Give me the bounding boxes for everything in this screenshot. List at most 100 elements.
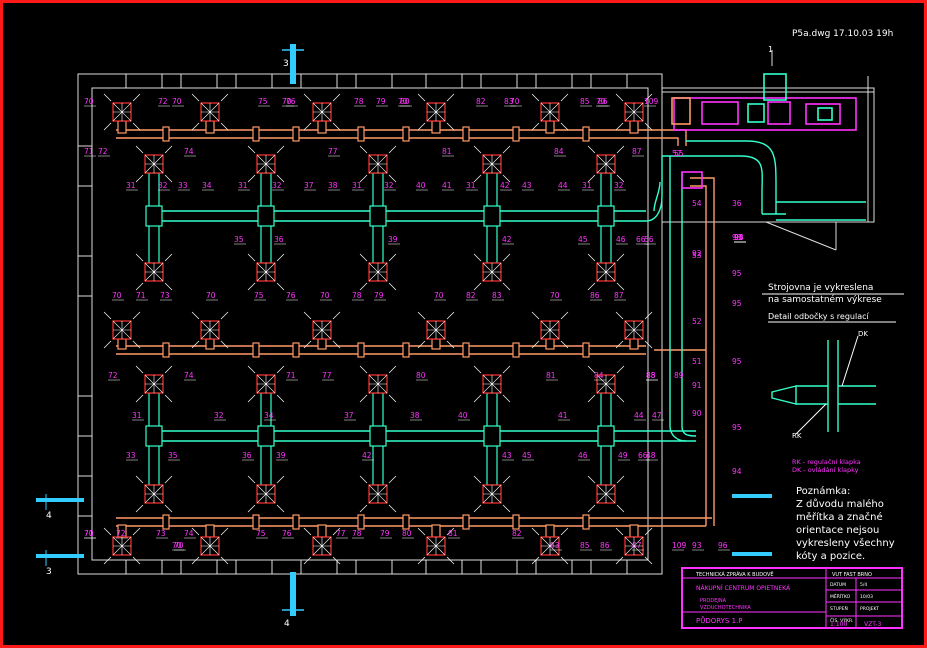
machine-room-note-2: na samostatném výkrese (768, 294, 882, 305)
title-subproject-2: VZDUCHOTECHNIKA (700, 605, 751, 611)
position-label: 70 (510, 97, 520, 106)
cad-drawing-canvas: P5a.dwg 17.10.03 19h (36, 29, 904, 629)
position-label: 42 (502, 235, 512, 244)
window-openings (77, 73, 628, 575)
position-label: 39 (276, 451, 286, 460)
position-label: 49 (618, 451, 628, 460)
position-label: 40 (458, 411, 468, 420)
riser-label: 52 (692, 317, 702, 326)
window-top (590, 73, 628, 89)
diffuser-icon (303, 93, 341, 131)
position-label: 88 (646, 371, 656, 380)
position-label: 46 (616, 235, 626, 244)
position-label: 72 (108, 371, 118, 380)
position-label: 32 (384, 181, 394, 190)
building-walls (77, 73, 875, 575)
position-label: 95 (734, 233, 744, 242)
position-label: 84 (554, 147, 564, 156)
position-label: 70 (398, 97, 408, 106)
position-label: 43 (522, 181, 532, 190)
position-label: 87 (632, 147, 642, 156)
position-label: 33 (126, 451, 136, 460)
field-label: STUPEŇ (830, 605, 848, 612)
window-top (180, 73, 218, 89)
position-label: 76 (286, 291, 296, 300)
position-label: 70 (112, 291, 122, 300)
title-subproject-1: PRODEJNA (700, 598, 727, 604)
detail-branch-drawing (771, 340, 876, 432)
position-label: 77 (322, 371, 332, 380)
position-label: 95 (734, 233, 744, 242)
detail-label-rk: RK (792, 432, 802, 440)
supply-stubs (117, 120, 639, 538)
title-project: NÁKUPNÍ CENTRUM OPIETNEKÁ (696, 585, 791, 592)
position-label: 36 (242, 451, 252, 460)
position-label: 56 (644, 235, 654, 244)
air-handling-unit (671, 73, 857, 189)
position-label: 78 (352, 291, 362, 300)
riser-label: 89 (674, 371, 684, 380)
position-label: 66 (636, 235, 646, 244)
position-label: 86 (590, 291, 600, 300)
position-label: 74 (184, 371, 194, 380)
position-label: 41 (558, 411, 568, 420)
position-label: 33 (178, 181, 188, 190)
section-label-top-left: 3 (283, 59, 289, 69)
riser-label: 57 (672, 149, 682, 158)
window-bottom (480, 559, 518, 575)
position-label: 109 (672, 541, 687, 550)
position-label: 32 (158, 181, 168, 190)
diffuser-icon (359, 253, 397, 291)
position-label: 76 (286, 97, 296, 106)
section-line-top-left (290, 44, 296, 84)
position-label: 70 (174, 541, 184, 550)
riser-label: 95 (732, 299, 742, 308)
position-label: 94 (734, 233, 744, 242)
position-label: 38 (328, 181, 338, 190)
diffuser-icon (417, 527, 455, 565)
window-bottom (180, 559, 218, 575)
position-label: 95 (734, 233, 744, 242)
position-label: 81 (448, 529, 458, 538)
diffuser-icon (473, 145, 511, 183)
riser-label: 94 (732, 467, 742, 476)
window-top (480, 73, 518, 89)
window-left (77, 475, 93, 517)
section-label-bottom-left: 4 (284, 619, 290, 629)
riser-label: 36 (732, 199, 742, 208)
position-label: 44 (634, 411, 644, 420)
diffuser-icon (587, 145, 625, 183)
position-label: 83 (492, 291, 502, 300)
diffusers (103, 93, 653, 565)
position-label: 70 (282, 97, 292, 106)
section-label-left-lower: 3 (46, 567, 52, 577)
field-label: DATUM (830, 582, 846, 588)
field-label: ČÍS. VÝKR. (830, 617, 853, 624)
diffuser-icon (191, 311, 229, 349)
diffuser-icon (135, 253, 173, 291)
diffuser-icon (587, 475, 625, 513)
position-label: 79 (374, 291, 384, 300)
position-label: 37 (304, 181, 314, 190)
position-label: 72 (98, 147, 108, 156)
position-label: 85 (580, 541, 590, 550)
legend-rk: RK - regulační klapka (792, 458, 861, 466)
position-label: 70 (550, 291, 560, 300)
position-label: 87 (632, 541, 642, 550)
diffuser-icon (247, 475, 285, 513)
diffuser-icon (531, 527, 569, 565)
diffuser-icon (103, 527, 141, 565)
section-markers: 3 4 4 3 1 (36, 44, 773, 629)
title-block: TECHNICKÁ ZPRÁVA K BUDOVĚ VUT FAST BRNO … (681, 567, 903, 629)
riser-label: 93 (732, 233, 742, 242)
riser-label: 95 (732, 269, 742, 278)
remark-line: kóty a pozice. (796, 550, 865, 562)
position-label: 46 (578, 451, 588, 460)
diffuser-icon (359, 365, 397, 403)
supply-ducts (116, 129, 715, 527)
position-label: 86 (600, 541, 610, 550)
title-drawing: PŮDORYS 1.P (696, 616, 743, 625)
position-label: 38 (410, 411, 420, 420)
position-label: 45 (578, 235, 588, 244)
field-label: MĚŘÍTKO (830, 592, 851, 600)
